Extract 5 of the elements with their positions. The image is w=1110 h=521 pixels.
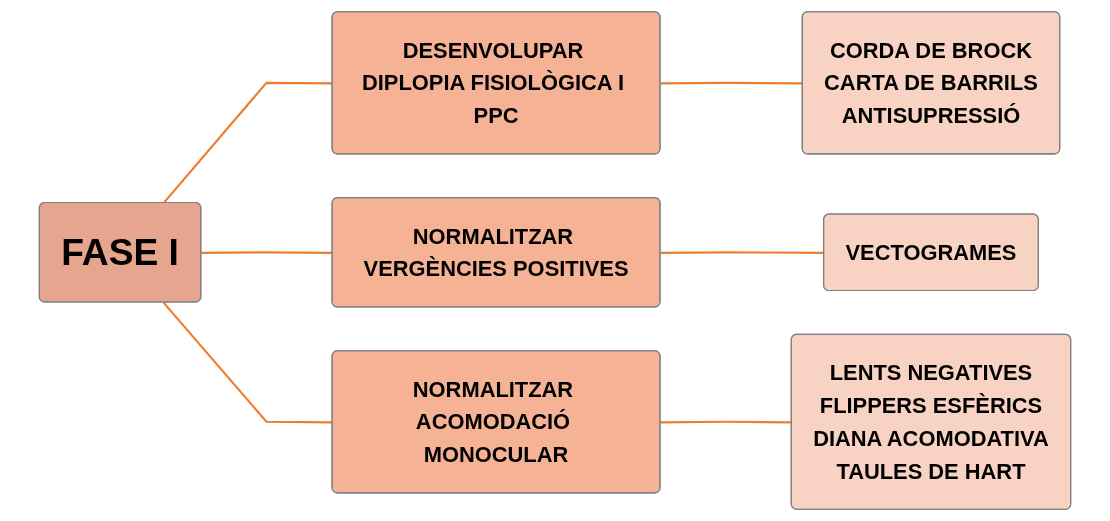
connector: [201, 251, 333, 254]
connector: [660, 420, 792, 424]
connector: [660, 81, 803, 85]
connector: [162, 81, 333, 204]
connector: [162, 301, 333, 424]
